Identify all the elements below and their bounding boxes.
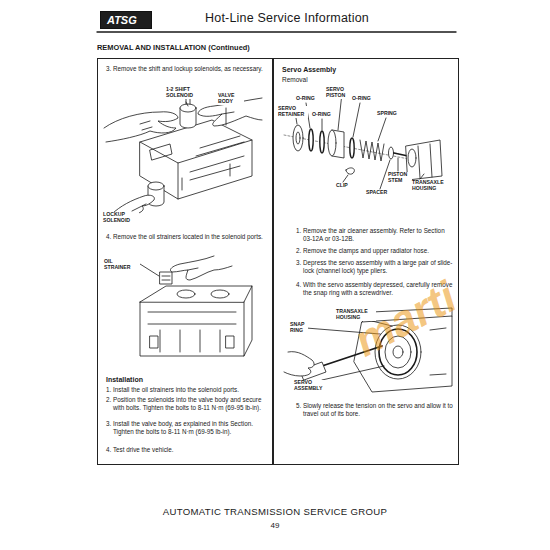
drawing-stroke — [222, 112, 234, 114]
drawing-stroke — [296, 132, 300, 144]
drawing-stroke — [140, 121, 152, 130]
step-text: 3. Install the valve body, as explained … — [106, 420, 269, 436]
part-label: SNAP RING — [290, 322, 308, 334]
drawing-stroke — [162, 276, 170, 280]
drawing-stroke — [148, 312, 236, 352]
part-label: SPRING — [377, 111, 401, 117]
part-label: SPACER — [366, 190, 392, 196]
drawing-stroke — [170, 256, 232, 280]
step-text: 3. Remove the shift and lockup solenoids… — [106, 65, 267, 73]
part-label: O-RING — [312, 112, 334, 118]
drawing-stroke — [148, 182, 164, 190]
section-heading: Installation — [106, 375, 206, 384]
header-rule — [97, 31, 456, 32]
logo-box: ATSG — [100, 11, 152, 29]
part-label: O-RING — [352, 96, 374, 102]
drawing-stroke — [140, 286, 252, 356]
drawing-stroke — [346, 168, 354, 174]
drawing-stroke — [418, 144, 432, 178]
step-text: 5. Slowly release the tension on the ser… — [296, 402, 455, 418]
section-heading: Servo Assembly — [282, 65, 412, 74]
drawing-stroke — [150, 336, 158, 348]
part-label: O-RING — [296, 96, 318, 102]
drawing-stroke — [309, 129, 313, 151]
section-heading: REMOVAL AND INSTALLATION (Continued) — [97, 43, 337, 53]
part-label: OIL STRAINER — [104, 259, 140, 271]
drawing-stroke — [140, 286, 252, 302]
drawing-stroke — [328, 130, 336, 156]
drawing-stroke — [389, 147, 394, 159]
footer-text: AUTOMATIC TRANSMISSION SERVICE GROUP — [120, 506, 430, 518]
part-label: TRANSAXLE HOUSING — [412, 180, 448, 192]
page-title: Hot-Line Service Information — [205, 10, 369, 26]
drawing-stroke — [293, 125, 303, 151]
logo-text: ATSG — [107, 15, 147, 26]
part-label: SERVO RETAINER — [278, 106, 308, 118]
valve-body-figure — [104, 98, 262, 220]
drawing-stroke — [140, 140, 252, 199]
part-label: 1-2 SHIFT SOLENOID — [166, 87, 204, 99]
drawing-stroke — [320, 131, 324, 153]
drawing-stroke — [360, 140, 384, 161]
procedure-panel: Servo AssemblyRemoval 1. Remove the air c… — [273, 58, 459, 465]
part-label: CLIP — [336, 183, 352, 189]
drawing-stroke — [284, 352, 314, 376]
drawing-stroke — [408, 149, 416, 167]
drawing-stroke — [188, 268, 198, 270]
sub-heading: Removal — [282, 76, 382, 84]
drawing-stroke — [140, 264, 159, 276]
step-text: 4. Remove the oil strainers located in t… — [106, 233, 267, 241]
drawing-stroke — [296, 93, 424, 189]
drawing-stroke — [394, 153, 408, 156]
part-label: VALVE BODY — [218, 93, 244, 105]
step-text: 2. Position the solenoids into the valve… — [106, 396, 269, 412]
drawing-stroke — [211, 290, 229, 298]
drawing-stroke — [132, 102, 226, 211]
step-text: 2. Remove the clamps and upper radiator … — [296, 247, 455, 255]
drawing-stroke — [104, 112, 178, 142]
part-label: PISTON STEM — [388, 172, 412, 184]
drawing-stroke — [177, 290, 195, 298]
step-text: 4. Test drive the vehicle. — [106, 446, 269, 454]
part-label: SERVO ASSEMBLY — [294, 380, 324, 392]
step-text: 1. Remove the air cleaner assembly. Refe… — [296, 227, 455, 243]
drawing-stroke — [182, 164, 230, 190]
drawing-stroke — [160, 272, 172, 284]
page-number: 49 — [255, 521, 295, 531]
step-text: 1. Install the oil strainers into the so… — [106, 386, 269, 394]
drawing-stroke — [226, 336, 234, 348]
drawing-stroke — [350, 138, 354, 158]
oil-strainer-figure — [140, 256, 252, 356]
part-label: LOCKUP SOLENOID — [103, 212, 139, 224]
